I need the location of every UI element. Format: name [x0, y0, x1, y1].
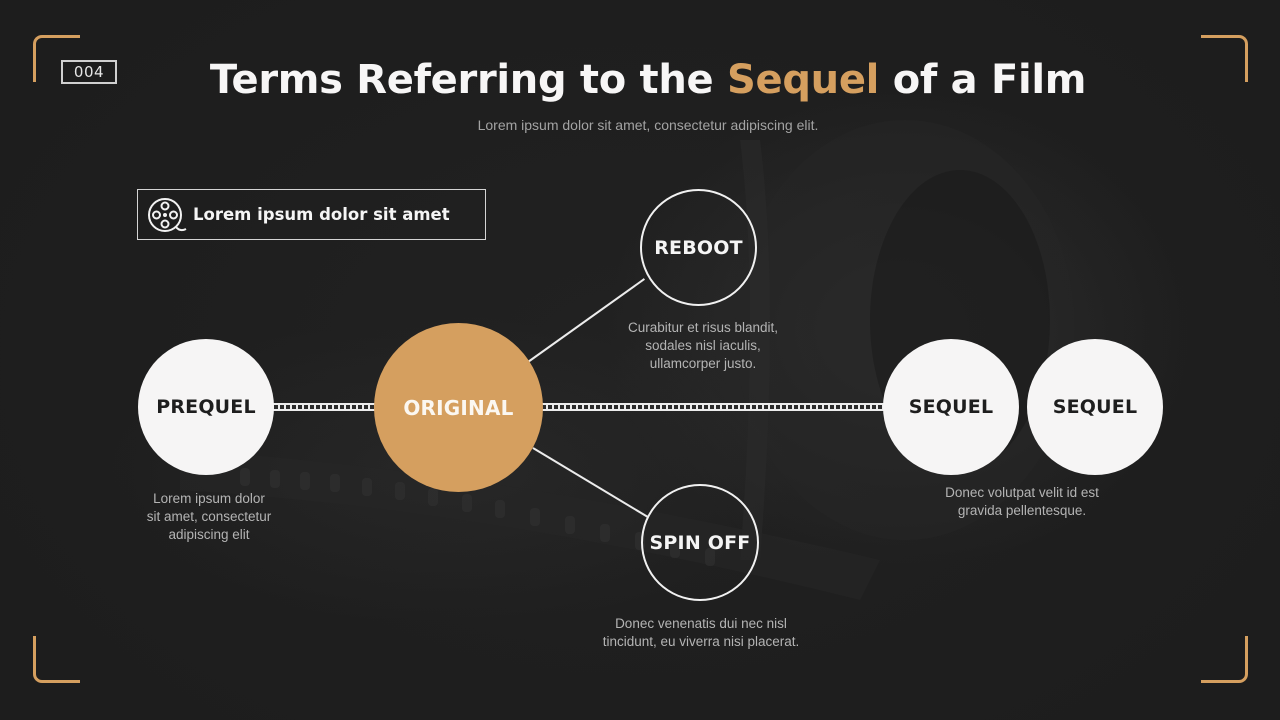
prequel-description-line: sit amet, consectetur — [146, 509, 272, 524]
corner-bracket-top-left — [33, 35, 80, 82]
title-part-2: of a Film — [879, 57, 1087, 103]
film-strip-connector-prequel-original — [272, 403, 376, 411]
node-prequel: PREQUEL — [138, 339, 274, 475]
prequel-description-line: Lorem ipsum dolor — [153, 491, 265, 506]
film-strip-connector-original-sequel — [540, 403, 886, 411]
node-sequel-2: SEQUEL — [1027, 339, 1163, 475]
spin-off-description-line: tincidunt, eu viverra nisi placerat. — [602, 634, 800, 649]
prequel-description: Lorem ipsum dolor sit amet, consectetur … — [109, 490, 309, 544]
page-subtitle: Lorem ipsum dolor sit amet, consectetur … — [477, 117, 819, 133]
corner-bracket-bottom-left — [33, 636, 80, 683]
corner-bracket-top-right — [1201, 35, 1248, 82]
spin-off-description-line: Donec venenatis dui nec nisl — [615, 616, 787, 631]
reboot-description-line: Curabitur et risus blandit, — [627, 320, 779, 335]
node-prequel-label: PREQUEL — [156, 396, 256, 418]
title-accent: Sequel — [727, 57, 880, 103]
sequel-description-line: Donec volutpat velit id est — [945, 485, 1099, 500]
sequel-description: Donec volutpat velit id est gravida pell… — [912, 484, 1132, 520]
film-reel-icon — [148, 197, 187, 232]
node-original-label: ORIGINAL — [403, 395, 514, 420]
corner-bracket-bottom-right — [1201, 636, 1248, 683]
spin-off-description: Donec venenatis dui nec nisl tincidunt, … — [568, 615, 834, 651]
node-spin-off-label: SPIN OFF — [649, 531, 751, 554]
info-box: Lorem ipsum dolor sit amet — [137, 189, 486, 240]
node-sequel-1-label: SEQUEL — [908, 396, 994, 418]
reboot-description: Curabitur et risus blandit, sodales nisl… — [588, 319, 818, 373]
info-box-label: Lorem ipsum dolor sit amet — [193, 205, 450, 224]
node-sequel-1: SEQUEL — [883, 339, 1019, 475]
reboot-description-line: ullamcorper justo. — [649, 356, 757, 371]
page-title: Terms Referring to the Sequel of a Film — [0, 55, 1280, 105]
node-original: ORIGINAL — [374, 323, 543, 492]
reboot-description-line: sodales nisl iaculis, — [645, 338, 761, 353]
page-number: 004 — [61, 60, 117, 84]
title-part-1: Terms Referring to the — [209, 57, 727, 103]
node-reboot-label: REBOOT — [654, 236, 743, 259]
node-sequel-2-label: SEQUEL — [1052, 396, 1138, 418]
node-reboot: REBOOT — [640, 189, 757, 306]
prequel-description-line: adipiscing elit — [168, 527, 250, 542]
node-spin-off: SPIN OFF — [641, 484, 759, 601]
sequel-description-line: gravida pellentesque. — [957, 503, 1087, 518]
